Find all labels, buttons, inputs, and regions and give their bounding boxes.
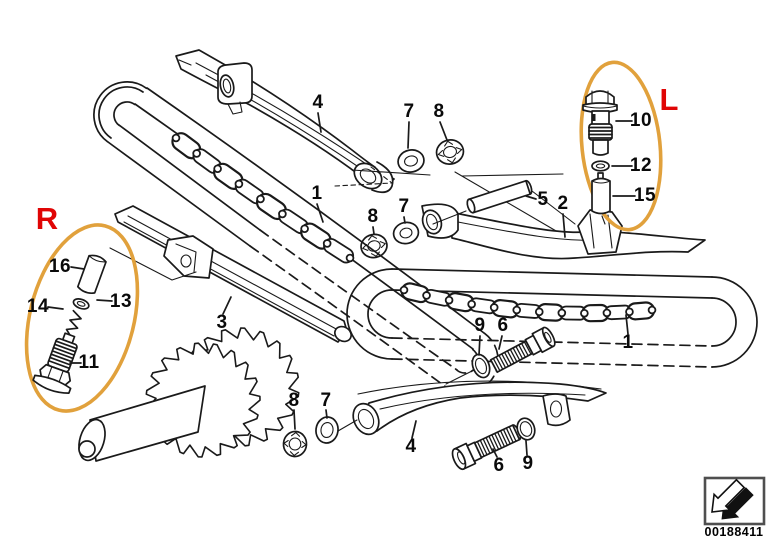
stamp-box: [703, 476, 766, 526]
highlight-ellipse-right: [24, 223, 140, 413]
tensioner-assembly-left: [582, 90, 618, 225]
sleeve-16: [76, 254, 107, 294]
tensioner-rail-3: [114, 205, 353, 343]
chain-guide-rail-top: [175, 49, 395, 194]
part-callout-9-upper: 9: [474, 315, 486, 336]
seal-ring-9-upper: [445, 353, 491, 385]
lock-washer-8-mid: [360, 233, 388, 259]
part-callout-16: 16: [48, 256, 72, 277]
seal-ring-9-lower: [516, 417, 536, 441]
crankshaft-shaft: [89, 385, 206, 462]
alignment-lines-top: [334, 166, 564, 236]
o-ring-12: [591, 160, 610, 172]
part-callout-7-mid: 7: [398, 196, 410, 217]
part-callout-8-top: 8: [433, 101, 445, 122]
washer-7-bottom: [315, 416, 339, 444]
spring-14: [65, 309, 82, 336]
part-callout-5: 5: [537, 189, 549, 210]
washer-7-top: [397, 149, 425, 173]
part-callout-3: 3: [216, 312, 228, 333]
direction-arrow-icon: [711, 478, 754, 520]
bolt-6-lower: [451, 424, 522, 471]
part-callout-13: 13: [109, 291, 133, 312]
part-callout-7-bottom: 7: [320, 390, 332, 411]
pin-alignment-line: [432, 210, 467, 225]
mount-reference-line-right: [109, 247, 197, 281]
chain-links-right: [399, 282, 657, 323]
part-callout-6-lower: 6: [493, 455, 505, 476]
washer-alignment-line: [337, 419, 358, 432]
sleeve-15: [591, 177, 611, 215]
part-callout-8-bottom: 8: [288, 390, 300, 411]
part-callout-6-upper: 6: [497, 315, 509, 336]
part-callout-1-top: 1: [311, 183, 323, 204]
part-callout-2: 2: [557, 193, 569, 214]
highlight-ellipse-left: [579, 60, 663, 232]
o-ring-13: [72, 298, 90, 310]
lock-washer-8-top: [435, 139, 465, 165]
pin-alignment-line-2: [531, 190, 576, 225]
crankshaft-sprocket: [78, 327, 300, 462]
bolt-6-upper: [489, 326, 556, 374]
part-callout-14: 14: [26, 296, 50, 317]
part-callout-12: 12: [629, 155, 653, 176]
washer-7-mid: [392, 221, 420, 245]
part-callout-9-lower: 9: [522, 453, 534, 474]
part-callout-11: 11: [78, 352, 100, 373]
part-callout-1-right: 1: [622, 332, 634, 353]
lock-washer-8-bottom: [282, 430, 308, 458]
chain-links-top: [171, 132, 355, 264]
part-callout-7-top: 7: [403, 101, 415, 122]
pin-5: [466, 179, 533, 214]
part-callout-10: 10: [629, 110, 653, 131]
part-callout-4-top: 4: [312, 92, 324, 113]
stamp-number: 00188411: [704, 525, 764, 539]
part-callout-15: 15: [633, 185, 657, 206]
side-marker-right: R: [35, 201, 59, 236]
part-callout-8-mid: 8: [367, 206, 379, 227]
side-marker-left: L: [659, 82, 679, 117]
leader-lines: [47, 112, 636, 458]
slide-rail-4-bottom: [352, 380, 607, 436]
part-callout-4-bottom: 4: [405, 436, 417, 457]
